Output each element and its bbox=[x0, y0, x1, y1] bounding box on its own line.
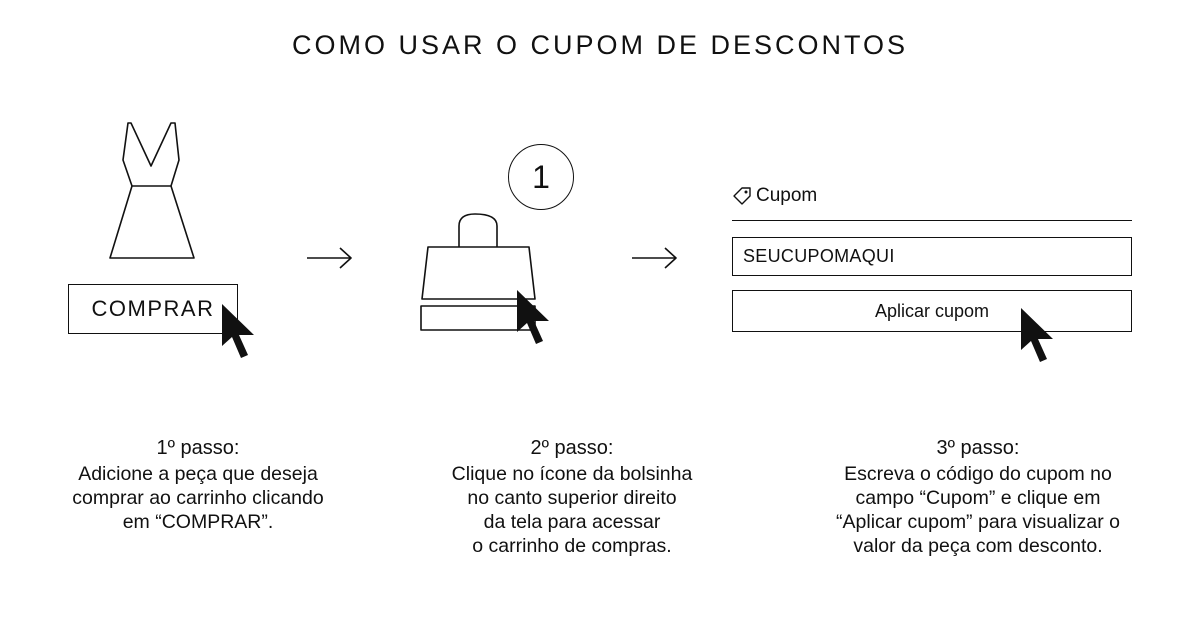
step-2-line: o carrinho de compras. bbox=[472, 535, 672, 557]
step-2-line: da tela para acessar bbox=[483, 511, 661, 533]
step-3-text: 3º passo: Escreva o código do cupom no c… bbox=[788, 436, 1168, 558]
step-2-line: Clique no ícone da bolsinha bbox=[451, 463, 693, 485]
step-3-line: Escreva o código do cupom no bbox=[844, 463, 1112, 485]
step-3-line: valor da peça com desconto. bbox=[853, 535, 1103, 557]
step-3-heading: 3º passo: bbox=[936, 437, 1020, 459]
page-title: COMO USAR O CUPOM DE DESCONTOS bbox=[291, 30, 909, 60]
step-3-line: campo “Cupom” e clique em bbox=[855, 487, 1101, 509]
step-1-text: 1º passo: Adicione a peça que deseja com… bbox=[18, 436, 378, 534]
mouse-pointer-icon bbox=[222, 304, 254, 358]
step-3-line: “Aplicar cupom” para visualizar o bbox=[836, 511, 1120, 533]
arrow-right-icon bbox=[632, 247, 677, 269]
apply-coupon-button[interactable]: Aplicar cupom bbox=[732, 290, 1132, 332]
tag-icon bbox=[733, 187, 751, 205]
dress-icon bbox=[109, 122, 195, 259]
cart-count-badge: 1 bbox=[508, 144, 574, 210]
step-2-text: 2º passo: Clique no ícone da bolsinha no… bbox=[392, 436, 752, 558]
step-1-line: comprar ao carrinho clicando bbox=[72, 487, 324, 509]
mouse-pointer-icon bbox=[1021, 308, 1053, 362]
step-1-line: Adicione a peça que deseja bbox=[78, 463, 318, 485]
coupon-label: Cupom bbox=[756, 185, 818, 206]
coupon-input[interactable]: SEUCUPOMAQUI bbox=[732, 237, 1132, 276]
mouse-pointer-icon bbox=[517, 290, 549, 344]
step-1-line: em “COMPRAR”. bbox=[122, 511, 274, 533]
step-2-line: no canto superior direito bbox=[467, 487, 677, 509]
divider bbox=[732, 220, 1132, 221]
buy-button[interactable]: COMPRAR bbox=[68, 284, 238, 334]
step-2-heading: 2º passo: bbox=[530, 437, 614, 459]
arrow-right-icon bbox=[307, 247, 352, 269]
step-1-heading: 1º passo: bbox=[156, 437, 240, 459]
